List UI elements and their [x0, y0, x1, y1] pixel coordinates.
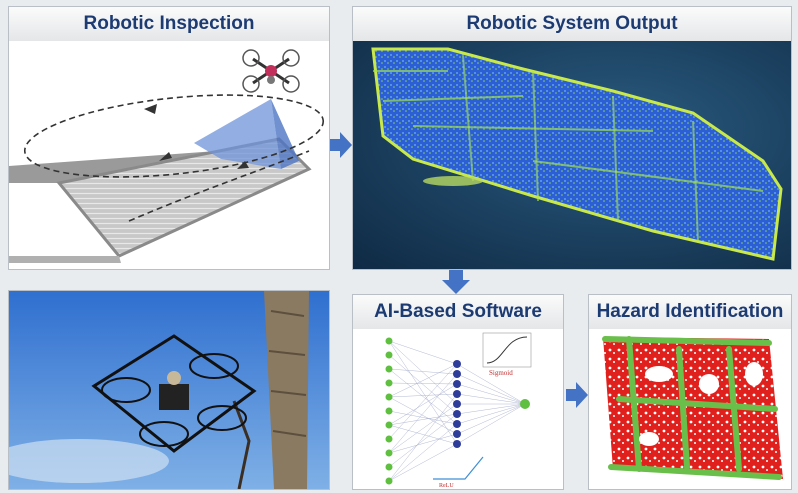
sigmoid-label: Sigmoid [489, 369, 513, 377]
inspection-illustration [9, 41, 329, 269]
drone-photo-icon [91, 334, 257, 453]
robotic-inspection-panel: Robotic Inspection [8, 6, 330, 270]
scan-beam [194, 99, 281, 169]
flight-path [23, 94, 325, 178]
hazard-map [589, 329, 791, 489]
robotic-system-output-panel: Robotic System Output [352, 6, 792, 270]
hazard-identification-panel: Hazard Identification [588, 294, 792, 490]
point-cloud-wall [371, 47, 783, 261]
path-arrow-1 [144, 104, 157, 114]
path-arrow-3 [237, 161, 249, 169]
flow-arrow-right-1 [330, 132, 352, 158]
hazard-identification-title: Hazard Identification [589, 295, 791, 329]
tree-trunk [264, 291, 309, 489]
flight-path-lower [128, 150, 310, 222]
robotic-inspection-title: Robotic Inspection [9, 7, 329, 41]
ai-based-software-panel: AI-Based Software Sigmoi [352, 294, 564, 490]
flow-arrow-down [442, 270, 470, 294]
inspection-diagram [9, 49, 325, 263]
hidden-layer [453, 360, 461, 448]
sigmoid-plot [482, 332, 532, 368]
neural-network-diagram: Sigmoid ReLU [385, 332, 532, 489]
inspected-surface [56, 137, 312, 258]
gap-areas [639, 362, 763, 446]
point-cloud [353, 41, 791, 269]
neural-network: Sigmoid ReLU [353, 329, 563, 489]
relu-label: ReLU [439, 483, 454, 489]
network-connections [388, 340, 526, 482]
robotic-system-output-title: Robotic System Output [353, 7, 791, 41]
relu-plot [433, 456, 484, 480]
path-arrow-2 [159, 152, 172, 161]
output-node [520, 399, 530, 409]
base-ledge [9, 256, 121, 263]
drone-photo-panel [8, 290, 330, 490]
drone-icon [242, 49, 300, 93]
input-layer [385, 337, 393, 485]
hazard-map-render [602, 336, 783, 480]
safe-regions [602, 336, 782, 480]
drone-photo [9, 291, 329, 489]
point-cloud-render [371, 47, 783, 261]
flow-arrow-right-2 [566, 382, 588, 408]
ai-based-software-title: AI-Based Software [353, 295, 563, 329]
